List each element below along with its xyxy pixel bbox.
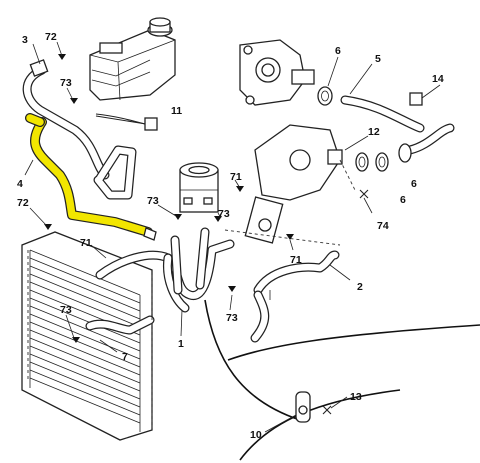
- callout-1: 1: [178, 338, 184, 350]
- hose-3: [22, 59, 110, 180]
- hose-11-loop: [93, 145, 137, 200]
- callout-73-bottom: 73: [226, 312, 238, 324]
- callout-73-top: 73: [60, 77, 72, 89]
- callout-10: 10: [250, 429, 262, 441]
- hose-2: [250, 250, 340, 343]
- pointer-arrows: [44, 54, 294, 343]
- callout-72-left: 72: [17, 197, 29, 209]
- callout-4: 4: [17, 178, 23, 190]
- pipe-14: [398, 123, 455, 163]
- square-marker-11: [144, 117, 158, 131]
- square-marker-14: [409, 92, 423, 106]
- callout-7: 7: [122, 351, 128, 363]
- callout-11: 11: [171, 105, 182, 117]
- oil-cooler: [179, 162, 219, 213]
- callout-71-left: 71: [80, 237, 92, 249]
- callout-71-outlet: 71: [230, 171, 242, 183]
- cross-marker-13: [322, 405, 332, 415]
- callout-6-top: 6: [335, 45, 341, 57]
- oring-6-top: [317, 86, 333, 106]
- bottom-lower-curve: [239, 389, 401, 461]
- oring-6-top-inner: [321, 90, 329, 102]
- callout-74: 74: [377, 220, 389, 232]
- oring-6-mid: [355, 152, 369, 172]
- callout-6-right: 6: [411, 178, 417, 190]
- hose-4-highlighted: [25, 113, 153, 237]
- callout-73-cooler: 73: [218, 208, 230, 220]
- bottom-long-line: [204, 299, 301, 421]
- callout-6-lower: 6: [400, 194, 406, 206]
- callout-2: 2: [357, 281, 363, 293]
- oring-6-mid-inner: [358, 156, 366, 168]
- clip-10: [295, 391, 311, 423]
- wire-11: [95, 113, 146, 125]
- leader-lines: [24, 41, 441, 433]
- radiator: [21, 231, 153, 441]
- water-outlet-housing: [244, 124, 343, 244]
- callout-3: 3: [22, 34, 28, 46]
- callout-12: 12: [368, 126, 380, 138]
- thermostat-housing-top: [239, 39, 315, 106]
- callout-5: 5: [375, 53, 381, 65]
- callout-13: 13: [350, 391, 362, 403]
- bottom-boundary-curve: [227, 324, 480, 361]
- pointer-line-11: [95, 115, 147, 125]
- callout-72-top: 72: [45, 31, 57, 43]
- oring-6-right-inner: [378, 156, 386, 168]
- callout-71-right: 71: [290, 254, 302, 266]
- hose-7: [85, 315, 155, 335]
- hose-4-connector: [143, 227, 157, 241]
- hose-vertical-1: [170, 227, 210, 295]
- oring-6-right: [375, 152, 389, 172]
- callout-73-lower-left: 73: [60, 304, 72, 316]
- callout-73-mid: 73: [147, 195, 159, 207]
- expansion-tank: [89, 17, 176, 101]
- callout-14: 14: [432, 73, 444, 85]
- hose-5: [340, 95, 425, 133]
- cross-marker-74: [359, 189, 369, 199]
